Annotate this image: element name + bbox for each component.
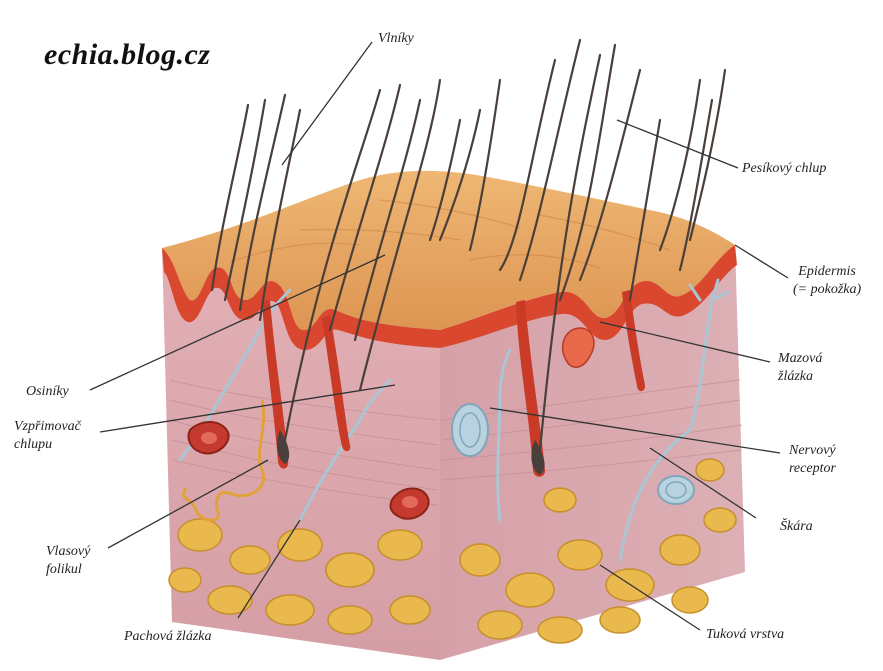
label-mazova-line1: Mazová bbox=[778, 350, 822, 368]
label-pesikovy-chlup: Pesíkový chlup bbox=[742, 160, 826, 178]
label-vzprimovac-line1: Vzpřimovač bbox=[14, 418, 81, 436]
label-mazova-line2: žlázka bbox=[778, 368, 822, 386]
label-vzprimovac-chlupu: Vzpřimovač chlupu bbox=[14, 418, 81, 454]
label-epidermis: Epidermis (= pokožka) bbox=[793, 263, 861, 299]
watermark-text: echia.blog.cz bbox=[44, 38, 210, 72]
label-nervovy-receptor: Nervový receptor bbox=[789, 442, 836, 478]
label-vzprimovac-line2: chlupu bbox=[14, 436, 81, 454]
label-vlasovy-folikul: Vlasový folikul bbox=[46, 543, 90, 579]
label-tukova-vrstva: Tuková vrstva bbox=[706, 626, 784, 644]
label-osiniky: Osiníky bbox=[26, 383, 69, 401]
label-epidermis-line1: Epidermis bbox=[793, 263, 861, 281]
label-nervovy-line1: Nervový bbox=[789, 442, 836, 460]
label-vlasovy-line1: Vlasový bbox=[46, 543, 90, 561]
label-pachova-zlazka: Pachová žlázka bbox=[124, 628, 211, 646]
label-nervovy-line2: receptor bbox=[789, 460, 836, 478]
label-mazova-zlazka: Mazová žlázka bbox=[778, 350, 822, 386]
label-skara: Škára bbox=[780, 518, 813, 536]
label-epidermis-line2: (= pokožka) bbox=[793, 281, 861, 299]
label-vlasovy-line2: folikul bbox=[46, 561, 90, 579]
label-vlniky: Vlníky bbox=[378, 30, 414, 48]
